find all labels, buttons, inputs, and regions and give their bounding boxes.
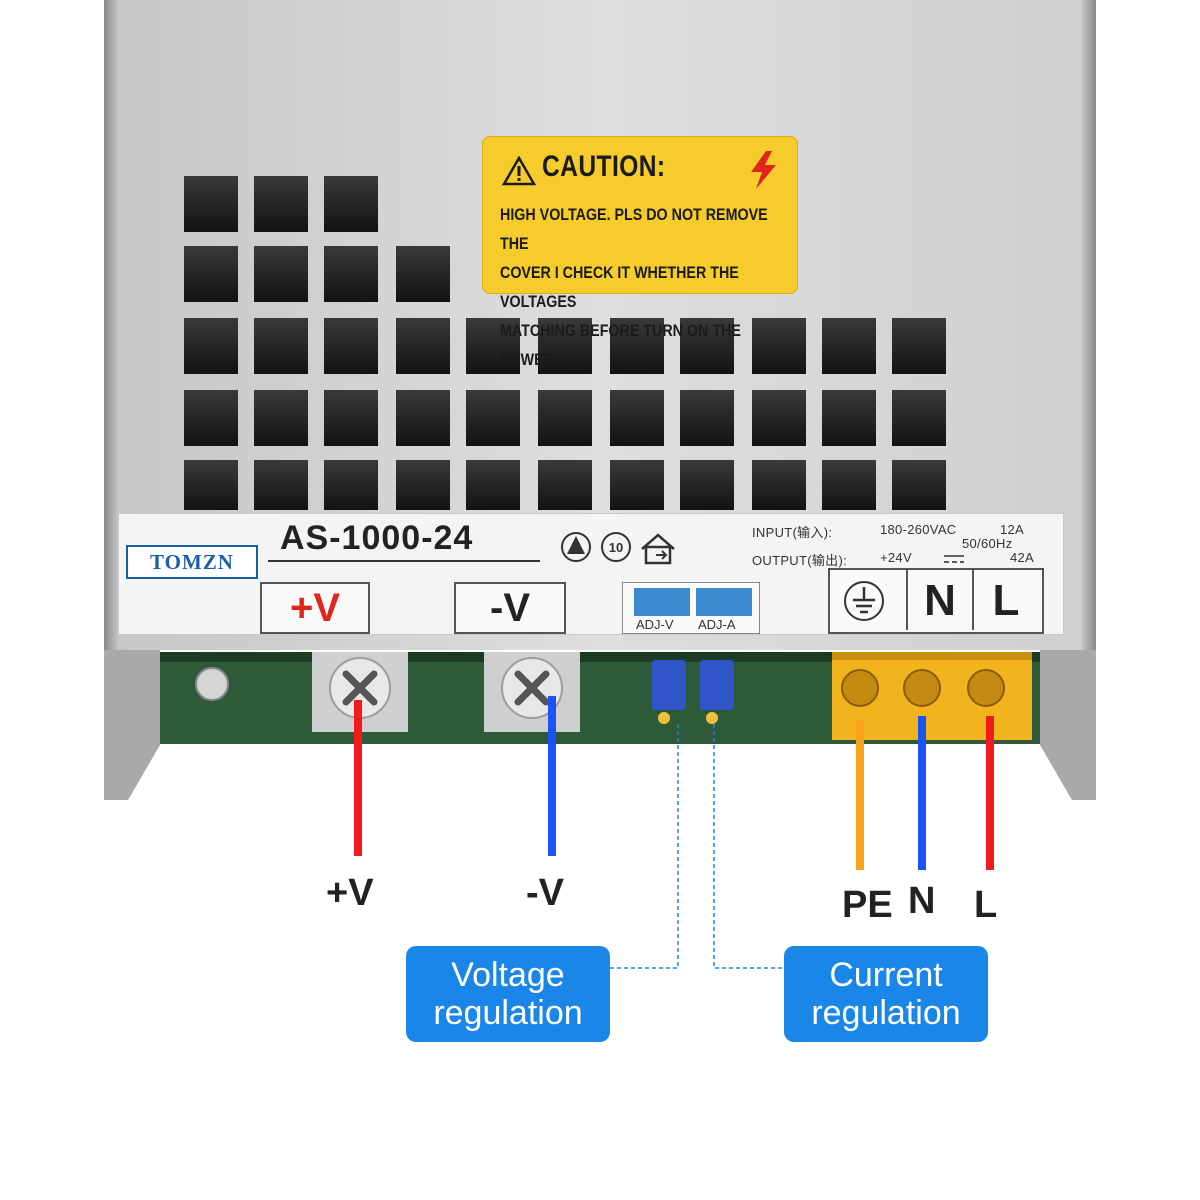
vent-slot — [254, 390, 308, 446]
voltage-regulation-callout: Voltage regulation — [406, 946, 610, 1042]
adj-a-label: ADJ-A — [698, 617, 736, 632]
vent-slot — [184, 390, 238, 446]
vent-slot — [254, 176, 308, 232]
vent-slot — [184, 318, 238, 374]
caution-text: HIGH VOLTAGE. PLS DO NOT REMOVE THE COVE… — [500, 205, 768, 369]
current-leader-line — [713, 724, 784, 969]
output-current: 42A — [1010, 550, 1035, 565]
terminal-n-marking: N — [924, 576, 956, 625]
vent-slot — [466, 390, 520, 446]
vent-slot — [680, 390, 734, 446]
wire-label-minus-v: -V — [526, 872, 564, 914]
vent-slot — [822, 460, 876, 510]
dc-symbol-icon — [944, 555, 964, 563]
vent-slot — [752, 318, 806, 374]
voltage-callout-line1: Voltage — [451, 956, 565, 994]
vent-slot — [538, 318, 592, 374]
vent-slot — [822, 390, 876, 446]
input-voltage: 180-260VAC — [880, 522, 957, 537]
vent-slot — [396, 460, 450, 510]
vent-slot — [466, 460, 520, 510]
vent-slot — [610, 390, 664, 446]
brand-logo: TOMZN — [126, 545, 258, 579]
ccc-mark-icon — [561, 532, 591, 562]
vent-slot — [184, 176, 238, 232]
caution-sticker: CAUTION: HIGH VOLTAGE. PLS DO NOT REMOVE… — [482, 136, 798, 369]
input-label: INPUT(输入): — [752, 525, 833, 540]
vent-slot — [396, 390, 450, 446]
vent-slot — [466, 318, 520, 374]
voltage-callout-line2: regulation — [433, 994, 583, 1032]
terminal-minus-v-marking: -V — [454, 582, 566, 634]
vent-slot — [324, 246, 378, 302]
wire-label-pe: PE — [842, 884, 893, 926]
terminal-plus-v-marking: +V — [260, 582, 370, 634]
voltage-leader-line — [610, 724, 679, 969]
vent-slot — [892, 318, 946, 374]
certification-icons: 10 — [561, 532, 675, 565]
indoor-use-icon — [641, 533, 675, 565]
caution-title: CAUTION: — [542, 150, 666, 183]
vent-slot — [324, 460, 378, 510]
input-frequency: 50/60Hz — [962, 536, 1013, 551]
wire-label-n: N — [908, 880, 936, 922]
vent-slot — [892, 460, 946, 510]
adj-v-swatch — [634, 588, 690, 616]
vent-slot — [324, 318, 378, 374]
wire-label-l: L — [974, 884, 998, 926]
vent-slot — [254, 246, 308, 302]
terminal-l-marking: L — [992, 576, 1020, 625]
current-callout-line2: regulation — [811, 994, 961, 1032]
vent-slot — [610, 460, 664, 510]
input-current: 12A — [1000, 522, 1025, 537]
vent-slot — [610, 318, 664, 374]
vent-slot — [396, 246, 450, 302]
adj-a-swatch — [696, 588, 752, 616]
adj-v-label: ADJ-V — [636, 617, 674, 632]
vent-slot — [892, 390, 946, 446]
vent-slot — [680, 460, 734, 510]
vent-slot — [538, 460, 592, 510]
output-voltage: +24V — [880, 550, 912, 565]
wire-label-plus-v: +V — [326, 872, 374, 914]
ten-year-mark-icon: 10 — [601, 532, 631, 562]
vent-slot — [324, 176, 378, 232]
vent-slot — [184, 246, 238, 302]
vent-slot — [396, 318, 450, 374]
vent-slot — [184, 460, 238, 510]
current-regulation-callout: Current regulation — [784, 946, 988, 1042]
svg-text:10: 10 — [609, 540, 623, 555]
warning-triangle-icon — [502, 156, 536, 186]
current-callout-line1: Current — [829, 956, 943, 994]
model-underline — [268, 560, 540, 562]
terminal-divider — [972, 570, 974, 630]
model-number: AS-1000-24 — [280, 519, 474, 557]
vent-slot — [538, 390, 592, 446]
vent-slot — [254, 318, 308, 374]
lightning-bolt-icon — [751, 151, 776, 189]
vent-slot — [324, 390, 378, 446]
ventilation-grid — [184, 176, 946, 510]
vent-slot — [680, 318, 734, 374]
terminal-divider — [906, 570, 908, 630]
vent-slot — [752, 460, 806, 510]
vent-slot — [752, 390, 806, 446]
output-label: OUTPUT(输出): — [752, 553, 848, 568]
ground-icon — [844, 581, 884, 621]
vent-slot — [822, 318, 876, 374]
vent-slot — [254, 460, 308, 510]
